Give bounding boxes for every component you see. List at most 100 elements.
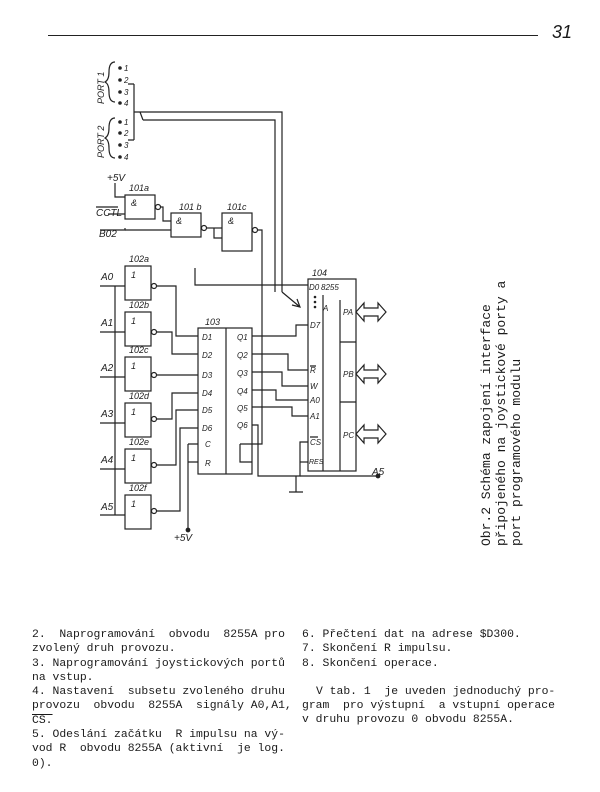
gate-102a-symbol: 1 [131, 270, 136, 280]
ic-103-c: C [205, 440, 211, 449]
left-line-3: 3. Naprogramování joystickových portů [32, 657, 285, 670]
gate-101a-label: 101a [129, 183, 149, 193]
left-line-5: 4. Nastavení subsetu zvoleného druhu [32, 686, 285, 699]
left-line-9: vod R obvodu 8255A (aktivní je log. [32, 743, 285, 756]
left-line-4: na vstup. [32, 671, 94, 684]
gate-101c-symbol: & [228, 216, 234, 226]
left-line-8: 5. Odeslání začátku R impulsu na vý- [32, 729, 285, 742]
gate-102a [124, 265, 152, 301]
gate-102f-symbol: 1 [131, 499, 136, 509]
vcc-top-label: +5V [107, 173, 126, 184]
caption-line-1: Obr.2 Schéma zapojení interface [479, 304, 494, 546]
ic-104-a1: A1 [309, 412, 320, 421]
ic-103-r: R [205, 459, 211, 468]
right-para-3: v druhu provozu 0 obvodu 8255A. [302, 714, 514, 727]
ic-103-d3: D3 [202, 371, 213, 380]
left-line-6: provozu obvodu 8255A signály A0,A1, [32, 700, 292, 713]
gate-102e [124, 448, 152, 484]
ic-104-a0: A0 [309, 396, 320, 405]
port2-pin4: 4 [124, 153, 129, 162]
figure-caption: Obr.2 Schéma zapojení interface připojen… [479, 281, 524, 546]
a4-label: A4 [100, 455, 114, 466]
gate-102c-symbol: 1 [131, 361, 136, 371]
ic-104-cs: CS [310, 438, 322, 447]
page-number: 31 [552, 22, 573, 42]
ic-104-sub: A [322, 304, 328, 313]
gate-102f-label: 102f [129, 483, 148, 493]
port2-label: PORT 2 [96, 126, 106, 158]
ic-103-q5: Q5 [237, 404, 248, 413]
gate-102c-label: 102c [129, 345, 149, 355]
ic-103-q1: Q1 [237, 333, 248, 342]
ic-104-d7: D7 [310, 321, 321, 330]
right-para-2: gram pro výstupní a vstupní operace [302, 700, 555, 713]
gate-101b [170, 212, 202, 238]
gate-101b-label: 101 b [179, 202, 202, 212]
gate-101b-symbol: & [176, 216, 182, 226]
gate-102d-label: 102d [129, 391, 150, 401]
gate-101a-symbol: & [131, 198, 137, 208]
port1-pin1: 1 [124, 64, 128, 73]
right-list-2: 7. Skončení R impulsu. [302, 643, 453, 656]
header-rule [48, 35, 538, 36]
ic-103-d2: D2 [202, 351, 213, 360]
gate-102b-symbol: 1 [131, 316, 136, 326]
port1-pin2: 2 [123, 76, 129, 85]
gate-102d [124, 402, 152, 438]
port2-pin1: 1 [124, 118, 128, 127]
a3-label: A3 [100, 409, 114, 420]
port-arrows [355, 301, 387, 445]
port1-pin3: 3 [124, 88, 129, 97]
port-pins: 1 2 3 4 1 2 3 4 [118, 64, 129, 162]
gate-102c [124, 356, 152, 392]
ic-103-q6: Q6 [237, 421, 248, 430]
ic-104-part: 8255 [321, 283, 339, 292]
gate-102e-label: 102e [129, 437, 149, 447]
b02-label: B02 [99, 229, 117, 240]
right-text-column: 6. Přečtení dat na adrese $D300. 7. Skon… [302, 628, 592, 728]
vcc-bottom-label: +5V [174, 533, 193, 544]
port1-connector: PORT 1 PORT 2 [96, 61, 116, 159]
ic-104-w: W [310, 382, 319, 391]
ic-103-d4: D4 [202, 389, 213, 398]
ic-103-q4: Q4 [237, 387, 248, 396]
ic-103-q2: Q2 [237, 351, 248, 360]
port-bus-wire [128, 83, 283, 292]
right-list-1: 6. Přečtení dat na adrese $D300. [302, 629, 521, 641]
port2-pin3: 3 [124, 141, 129, 150]
ic-104-pc: PC [343, 431, 354, 440]
ic-103-d6: D6 [202, 424, 213, 433]
ic-104-d0: D0 [309, 283, 320, 292]
port2-pin2: 2 [123, 129, 129, 138]
a0-label: A0 [100, 272, 114, 283]
schematic-diagram: PORT 1 PORT 2 1 2 3 4 1 2 3 4 +5V 101a &… [96, 61, 387, 544]
left-line-1: 2. Naprogramování obvodu 8255A pro [32, 629, 285, 641]
caption-line-2: připojeného na joystickové porty a [494, 280, 509, 546]
ic-104-r: R [310, 366, 316, 375]
ic-104-title: 104 [312, 268, 327, 278]
a5-output-label: A5 [371, 467, 385, 478]
a2-label: A2 [100, 363, 114, 374]
ic-104-res: RES [309, 459, 324, 466]
caption-line-3: port programového modulu [509, 358, 524, 546]
ic-104: 104 8255 A D0 D7 R W A0 A1 CS RES PA PB … [307, 268, 357, 472]
port1-pin4: 4 [124, 99, 129, 108]
left-line-10: 0). [32, 757, 53, 770]
gate-102b [124, 311, 152, 347]
ic-104-pb: PB [343, 370, 354, 379]
a1-label: A1 [100, 318, 113, 329]
left-line-7: CS. [32, 714, 53, 727]
gate-102b-label: 102b [129, 300, 149, 310]
ic-103-q3: Q3 [237, 369, 248, 378]
ic-103-d1: D1 [202, 333, 212, 342]
ic103-to-ic104-wires: A5 [239, 324, 385, 493]
ic-103-title: 103 [205, 317, 220, 327]
ic-103-d5: D5 [202, 406, 213, 415]
left-line-2: zvolený druh provozu. [32, 643, 176, 656]
bus-arrow [281, 291, 301, 308]
ic-103: 103 D1 D2 D3 D4 D5 D6 C R Q1 Q2 Q3 Q4 Q5… [174, 317, 253, 544]
gate-101c [221, 212, 253, 252]
right-list-3: 8. Skončení operace. [302, 657, 439, 670]
gate-102d-symbol: 1 [131, 407, 136, 417]
gate-102e-symbol: 1 [131, 453, 136, 463]
